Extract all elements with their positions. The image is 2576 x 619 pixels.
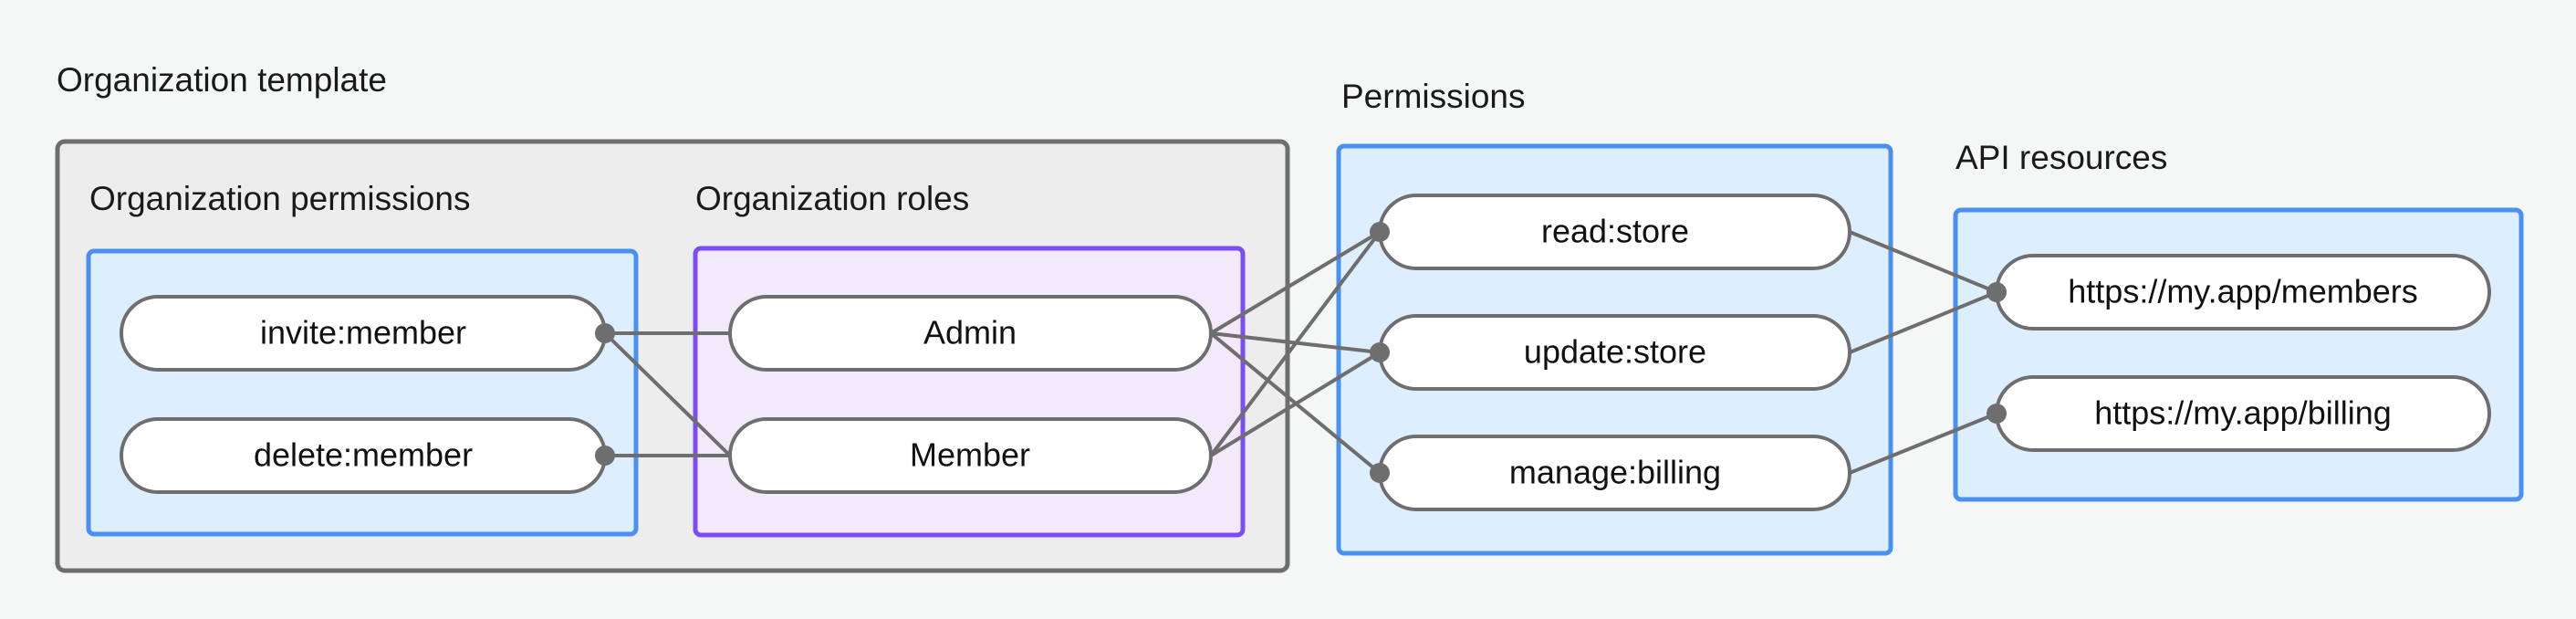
edge-update-store-to-members (1849, 290, 1997, 354)
node-read-store[interactable]: read:store (1378, 194, 1851, 270)
node-manage-billing[interactable]: manage:billing (1378, 435, 1851, 511)
api-resources-container (1953, 207, 2524, 502)
edge-read-store-to-members (1849, 230, 1997, 294)
port-url-members-in (1987, 282, 2007, 302)
api-resources-title: API resources (1955, 139, 2167, 176)
node-update-store[interactable]: update:store (1378, 314, 1851, 391)
node-admin[interactable]: Admin (728, 295, 1213, 372)
organization-roles-title: Organization roles (695, 180, 969, 217)
edge-invite-member-to-member (603, 331, 732, 457)
node-invite-member[interactable]: invite:member (120, 295, 607, 372)
node-admin-label: Admin (923, 314, 1017, 351)
node-url-members[interactable]: https://my.app/members (1995, 254, 2491, 330)
permissions-title: Permissions (1341, 78, 1526, 115)
node-url-billing[interactable]: https://my.app/billing (1995, 375, 2491, 452)
port-invite-member-out (595, 323, 615, 343)
edge-admin-to-read-store (1209, 230, 1382, 335)
organization-permissions-title: Organization permissions (89, 180, 470, 217)
node-delete-member[interactable]: delete:member (120, 417, 607, 494)
node-member-shape[interactable] (728, 417, 1213, 494)
node-delete-member-label: delete:member (254, 436, 473, 474)
node-member-label: Member (910, 436, 1030, 474)
node-member[interactable]: Member (728, 417, 1213, 494)
node-url-billing-label: https://my.app/billing (2094, 394, 2392, 432)
edge-member-to-update-store (1209, 351, 1382, 457)
port-read-store-in (1370, 222, 1390, 242)
node-url-members-label: https://my.app/members (2068, 273, 2417, 310)
node-invite-member-label: invite:member (260, 314, 466, 351)
node-update-store-label: update:store (1524, 333, 1706, 371)
edge-manage-billing-to-billing (1849, 412, 1997, 475)
node-manage-billing-label: manage:billing (1509, 454, 1721, 491)
edge-layer (603, 230, 1997, 475)
edge-member-to-read-store (1209, 230, 1382, 457)
port-update-store-in (1370, 342, 1390, 362)
node-admin-shape[interactable] (728, 295, 1213, 372)
port-layer (595, 222, 2007, 483)
port-url-billing-in (1987, 404, 2007, 424)
organization-template-title: Organization template (57, 61, 387, 99)
node-read-store-label: read:store (1541, 213, 1689, 250)
port-delete-member-out (595, 446, 615, 466)
port-manage-billing-in (1370, 463, 1390, 483)
